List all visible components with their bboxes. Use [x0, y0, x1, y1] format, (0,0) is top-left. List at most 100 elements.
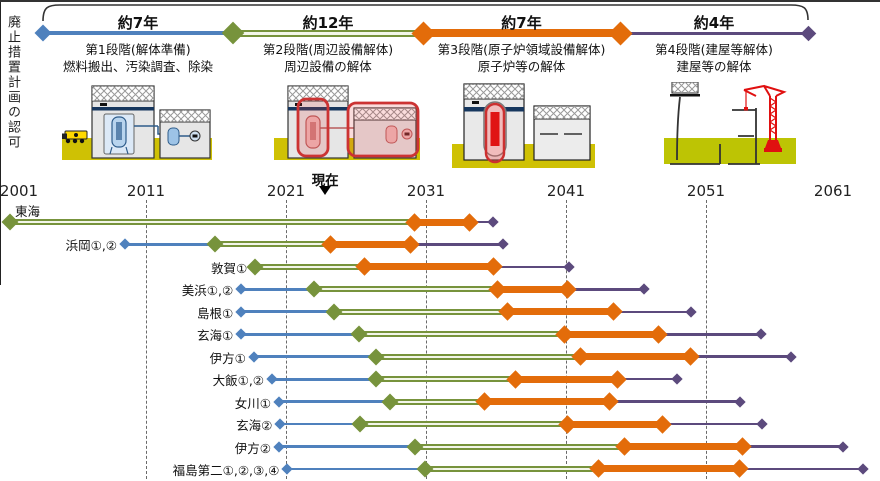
turbine-building-empty	[533, 105, 591, 161]
phase3-start-diamond	[506, 369, 525, 389]
turbine-building	[353, 107, 417, 159]
phase1-segment	[287, 467, 425, 471]
row-label: 伊方①	[209, 350, 246, 366]
phase2-start-diamond	[381, 393, 399, 411]
phase3-segment	[330, 240, 411, 248]
phase3-end-diamond	[653, 414, 672, 434]
now-triangle-icon	[319, 186, 332, 195]
phase1-segment	[241, 287, 314, 291]
overall-period-bracket	[42, 4, 809, 22]
phase2-line	[233, 29, 423, 37]
phase4-segment	[493, 265, 569, 269]
phase1-start-diamond	[281, 463, 294, 475]
row-label: 伊方②	[234, 440, 271, 456]
phase3-segment	[564, 330, 659, 338]
phase2-start-diamond	[367, 348, 385, 366]
phase1-start-diamond	[273, 440, 285, 453]
phase1-segment	[279, 445, 415, 448]
phase2-segment	[10, 219, 415, 225]
row-label: 美浜①,②	[181, 283, 234, 299]
phase3-start-diamond	[588, 459, 608, 479]
phase-title-line: 第2段階(周辺設備解体)	[262, 42, 394, 57]
decade-gridline	[146, 200, 147, 479]
axis-year-label: 2051	[686, 182, 726, 200]
phase3-segment	[484, 398, 610, 406]
phase-duration-label: 約7年	[501, 14, 542, 32]
phase1-start-diamond	[119, 238, 131, 251]
phase1-illustration	[62, 85, 212, 160]
phase3-start-diamond	[570, 347, 590, 366]
phase3-segment	[507, 308, 614, 316]
phase2-start-diamond	[325, 303, 343, 321]
phase1-segment	[241, 310, 334, 314]
phase3-illustration	[452, 83, 595, 168]
phase4-illustration	[664, 82, 796, 165]
phase2-start-diamond	[246, 258, 264, 276]
phase2-illustration	[274, 85, 420, 160]
phase-title-label: 第2段階(周辺設備解体)周辺設備の解体	[263, 42, 393, 76]
phase2-start-diamond	[416, 460, 434, 478]
row-label: 玄海②	[236, 418, 273, 434]
phase4-segment	[609, 400, 740, 403]
phase3-start-diamond	[321, 235, 340, 254]
phase4-end-diamond	[733, 395, 746, 408]
phase3-end-diamond	[558, 280, 577, 299]
row-label: 敦賀①	[210, 260, 248, 276]
axis-year-label: 2001	[0, 182, 39, 200]
phase1-start-diamond	[235, 283, 247, 296]
phase2-segment	[424, 465, 599, 472]
phase1-segment	[253, 355, 376, 359]
phase1-start-diamond	[235, 328, 247, 340]
phase3-segment	[414, 218, 470, 226]
phase2-start-diamond	[367, 370, 385, 388]
phase4-end-diamond	[638, 283, 651, 296]
reactor-building	[91, 85, 166, 159]
phase3-segment	[497, 285, 568, 293]
phase2-start-diamond	[406, 438, 424, 455]
phase2-segment	[314, 286, 498, 293]
phase-title-line: 第4段階(建屋等解体)	[655, 42, 773, 57]
axis-year-label: 2041	[546, 182, 586, 200]
phase3-start-diamond	[555, 325, 574, 344]
phase4-end-diamond	[756, 418, 768, 430]
phase4-segment	[567, 288, 645, 291]
phase-subtitle-line: 原子炉等の解体	[477, 58, 566, 74]
decade-gridline	[426, 200, 427, 479]
phase4-end-diamond	[497, 238, 509, 251]
row-label: 東海	[15, 204, 41, 219]
phase2-start-diamond	[305, 280, 323, 298]
phase2-segment	[389, 398, 485, 405]
turbine-building	[159, 109, 211, 159]
now-line	[0, 1, 2, 285]
building-remnants	[670, 82, 760, 165]
phase2-segment	[358, 331, 565, 338]
phase3-start-diamond	[558, 414, 577, 434]
phase4-segment	[739, 467, 863, 471]
phase3-start-diamond	[405, 212, 424, 232]
phase3-segment	[567, 420, 663, 428]
phase4-end-diamond	[670, 373, 683, 385]
phase4-end-diamond	[785, 351, 798, 363]
decade-gridline	[706, 200, 707, 479]
crane-icon	[743, 84, 787, 152]
phase4-segment	[690, 355, 792, 358]
phase3-start-diamond	[475, 392, 494, 411]
phase4-end-diamond	[837, 440, 849, 453]
phase-title-label: 第3段階(原子炉領域設備解体)原子炉等の解体	[438, 42, 606, 76]
phase-duration-label: 約7年	[117, 14, 159, 32]
phase3-start-diamond	[615, 437, 634, 456]
fuel-transport-truck-icon	[62, 130, 88, 144]
phase3-end-diamond	[460, 212, 479, 232]
phase1-start-diamond	[248, 351, 260, 363]
phase4-segment	[658, 333, 761, 336]
now-label: 現在	[311, 173, 339, 189]
row-label: 福島第二①,②,③,④	[172, 462, 280, 478]
phase-title-line: 第3段階(原子炉領域設備解体)	[437, 42, 606, 57]
phase3-end-diamond	[649, 325, 668, 344]
phase-duration-label: 約4年	[693, 14, 735, 32]
phase4-line	[620, 31, 808, 35]
phase2-segment	[375, 353, 580, 360]
phase4-segment	[410, 243, 503, 246]
